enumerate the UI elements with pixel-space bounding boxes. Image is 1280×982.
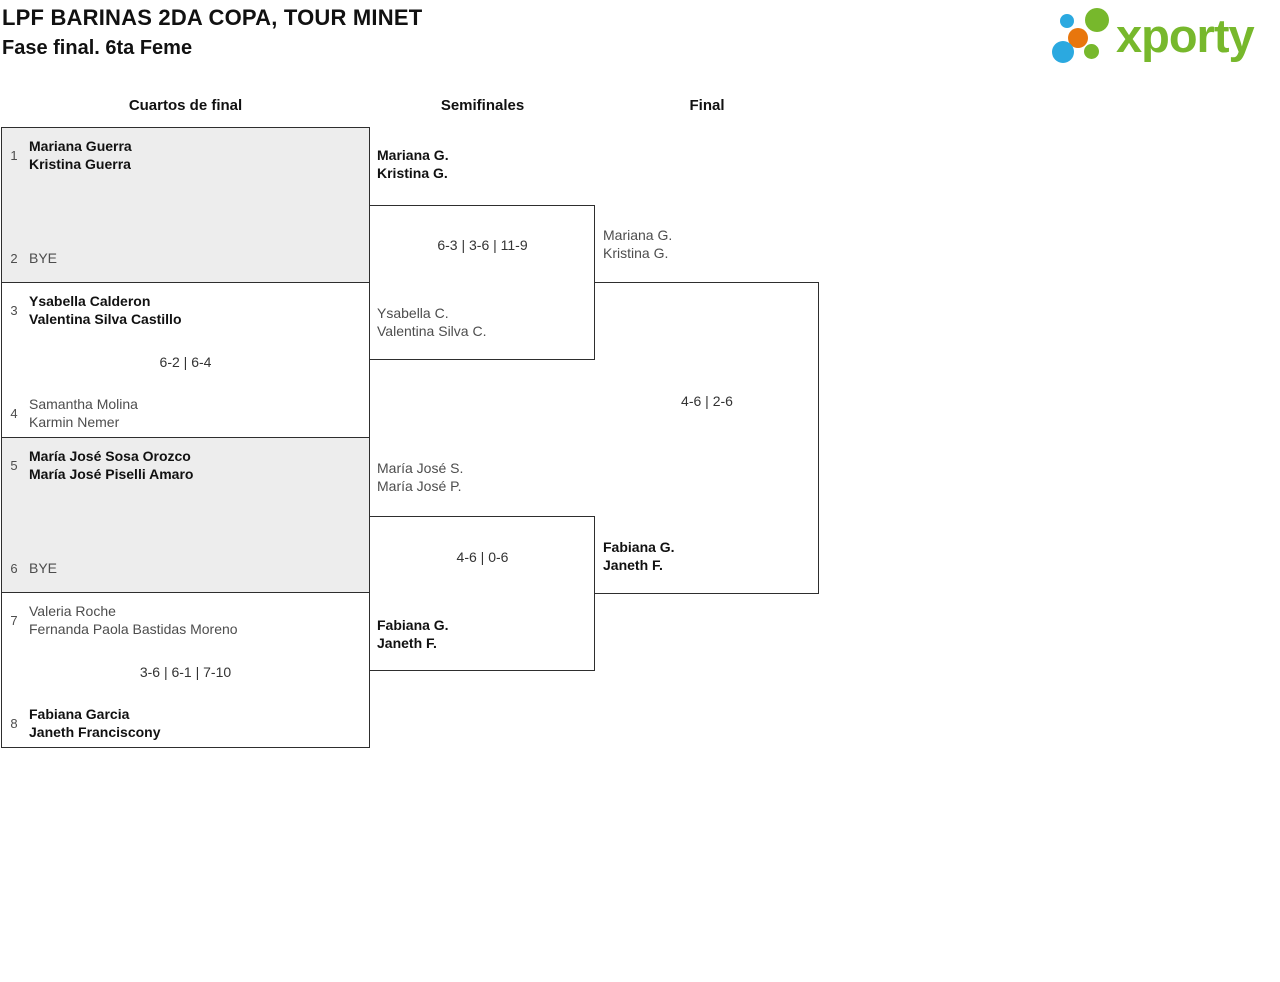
qf-match-1[interactable]: 1 Mariana Guerra Kristina Guerra 2 BYE: [1, 127, 370, 283]
player-name: Valentina Silva Castillo: [29, 311, 182, 327]
team-pair: Fabiana G. Janeth F.: [377, 616, 587, 652]
player-name: Kristina Guerra: [29, 156, 131, 172]
seed-number: 2: [10, 250, 18, 266]
qf-match-4[interactable]: 7 Valeria Roche Fernanda Paola Bastidas …: [1, 592, 370, 748]
team-pair: María José S. María José P.: [377, 459, 587, 495]
player-name: María José Piselli Amaro: [29, 466, 194, 482]
seed-number: 7: [10, 612, 18, 628]
player-name: Fernanda Paola Bastidas Moreno: [29, 621, 238, 637]
team-pair: BYE: [29, 550, 361, 586]
logo-dot-icon: [1060, 14, 1074, 28]
player-name: Fabiana Garcia: [29, 706, 130, 722]
player-name: María José Sosa Orozco: [29, 448, 191, 464]
round-header-semifinals: Semifinales: [440, 97, 525, 114]
player-name: Karmin Nemer: [29, 414, 120, 430]
team-pair: Samantha Molina Karmin Nemer: [29, 395, 361, 431]
logo-wordmark: xporty: [1116, 8, 1255, 62]
team-pair: Ysabella C. Valentina Silva C.: [377, 304, 587, 340]
player-name: María José S.: [377, 460, 464, 476]
player-name: Janeth F.: [603, 557, 663, 573]
logo-dot-icon: [1085, 8, 1109, 32]
logo-dot-icon: [1052, 41, 1074, 63]
player-name: BYE: [29, 560, 58, 576]
match-score: 4-6 | 2-6: [681, 393, 733, 409]
team-pair: Valeria Roche Fernanda Paola Bastidas Mo…: [29, 602, 361, 638]
seed-number: 3: [10, 302, 18, 318]
player-name: BYE: [29, 250, 58, 266]
player-name: Valeria Roche: [29, 603, 116, 619]
team-pair: BYE: [29, 240, 361, 276]
player-name: Kristina G.: [603, 245, 669, 261]
player-name: Mariana G.: [377, 147, 449, 163]
logo-dot-icon: [1068, 28, 1088, 48]
match-score: 6-3 | 3-6 | 11-9: [437, 237, 528, 253]
player-name: Janeth Franciscony: [29, 724, 161, 740]
team-pair: María José Sosa Orozco María José Pisell…: [29, 447, 361, 483]
player-name: Fabiana G.: [377, 617, 449, 633]
team-pair: Mariana G. Kristina G.: [377, 146, 587, 182]
player-name: Mariana Guerra: [29, 138, 132, 154]
final-match[interactable]: [595, 282, 819, 594]
player-name: Fabiana G.: [603, 539, 675, 555]
xporty-logo[interactable]: xporty: [1042, 0, 1280, 70]
player-name: Samantha Molina: [29, 396, 138, 412]
match-score: 4-6 | 0-6: [456, 549, 509, 565]
team-pair: Ysabella Calderon Valentina Silva Castil…: [29, 292, 361, 328]
round-header-quarterfinals: Cuartos de final: [128, 97, 243, 114]
player-name: Janeth F.: [377, 635, 437, 651]
sf-match-2[interactable]: [370, 516, 595, 671]
player-name: Mariana G.: [603, 227, 673, 243]
player-name: Ysabella Calderon: [29, 293, 151, 309]
logo-dot-icon: [1084, 44, 1099, 59]
qf-match-2[interactable]: 3 Ysabella Calderon Valentina Silva Cast…: [1, 282, 370, 438]
match-score: 3-6 | 6-1 | 7-10: [139, 664, 232, 680]
player-name: Valentina Silva C.: [377, 323, 487, 339]
player-name: Kristina G.: [377, 165, 448, 181]
round-header-final: Final: [689, 97, 725, 114]
team-pair: Fabiana G. Janeth F.: [603, 538, 813, 574]
page-subtitle: Fase final. 6ta Feme: [2, 37, 193, 59]
qf-match-3[interactable]: 5 María José Sosa Orozco María José Pise…: [1, 437, 370, 593]
sf-match-1[interactable]: [370, 205, 595, 360]
seed-number: 6: [10, 560, 18, 576]
team-pair: Fabiana Garcia Janeth Franciscony: [29, 705, 361, 741]
player-name: Ysabella C.: [377, 305, 449, 321]
seed-number: 8: [10, 715, 18, 731]
team-pair: Mariana Guerra Kristina Guerra: [29, 137, 361, 173]
seed-number: 1: [10, 147, 18, 163]
page-title: LPF BARINAS 2DA COPA, TOUR MINET: [2, 5, 423, 30]
team-pair: Mariana G. Kristina G.: [603, 226, 813, 262]
match-score: 6-2 | 6-4: [159, 354, 212, 370]
player-name: María José P.: [377, 478, 462, 494]
seed-number: 5: [10, 457, 18, 473]
seed-number: 4: [10, 405, 18, 421]
